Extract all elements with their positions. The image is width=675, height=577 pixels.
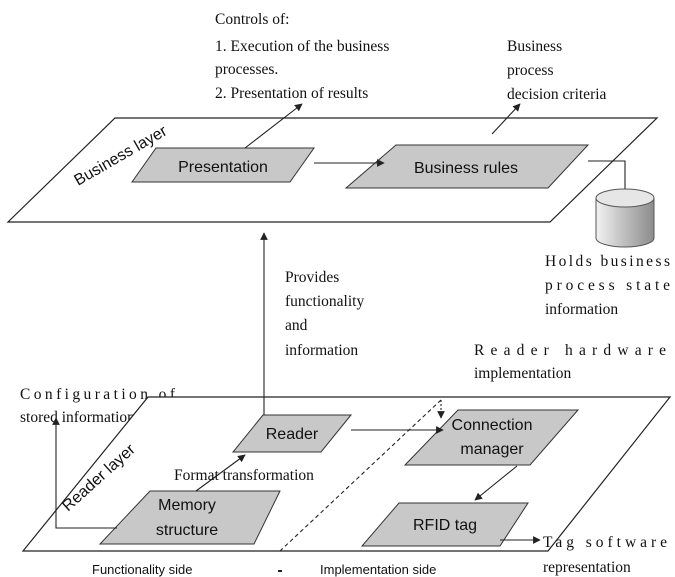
reader-hw-annotation-line1: Reader hardware: [474, 342, 666, 359]
provides-annotation-line2: functionality: [285, 293, 364, 310]
memory-label-line1: Memory: [158, 497, 216, 514]
criteria-annotation-line3: decision criteria: [507, 86, 607, 103]
connection-label-line1: Connection: [452, 417, 533, 434]
provides-annotation-line3: and: [285, 317, 308, 334]
presentation-box: [131, 147, 315, 183]
controls-annotation-line4: 2. Presentation of results: [215, 85, 368, 102]
holds-annotation-line2: process state: [545, 277, 670, 294]
tag-sw-annotation-line2: representation: [543, 559, 631, 576]
controls-annotation-line2: 1. Execution of the business: [215, 38, 389, 55]
connection-label-line2: manager: [460, 441, 524, 458]
business-rules-box: [344, 144, 590, 189]
format-transformation-label: Format transformation: [174, 467, 314, 484]
criteria-annotation-line1: Business: [507, 38, 562, 55]
holds-annotation-line1: Holds business: [545, 253, 670, 270]
memory-to-config-arrow: [52, 417, 117, 529]
config-annotation-line2: stored information: [20, 409, 135, 426]
provides-annotation-line4: information: [285, 342, 358, 359]
connection-manager-box: [403, 409, 580, 466]
rfid-tag-label: RFID tag: [413, 517, 477, 534]
holds-annotation-line3: information: [545, 301, 618, 318]
connection-to-rfid-arrow: [474, 465, 518, 501]
reader-box: [231, 414, 353, 453]
business-layer-plane: [6, 117, 659, 223]
tag-sw-annotation-line1: Tag software: [543, 534, 667, 551]
reader-hw-annotation-line2: implementation: [474, 365, 572, 382]
provides-annotation-line1: Provides: [285, 269, 339, 286]
memory-structure-box: [98, 490, 281, 545]
side-divider: [279, 399, 442, 552]
controls-annotation-line1: Controls of:: [215, 11, 290, 28]
presentation-label: Presentation: [178, 159, 268, 176]
presentation-to-controls-arrow: [244, 103, 303, 149]
memory-label-line2: structure: [156, 522, 218, 539]
functionality-side-label: Functionality side: [92, 562, 192, 577]
rfid-tag-box: [360, 502, 529, 547]
controls-annotation-line3: processes.: [215, 61, 278, 78]
reader-label: Reader: [266, 426, 319, 443]
criteria-annotation-line2: process: [507, 62, 554, 79]
database-icon: [595, 188, 655, 248]
implementation-side-label: Implementation side: [320, 562, 436, 577]
business-rules-label: Business rules: [414, 160, 518, 177]
rules-to-criteria-arrow: [491, 103, 521, 135]
memory-to-reader-arrow: [195, 454, 246, 492]
